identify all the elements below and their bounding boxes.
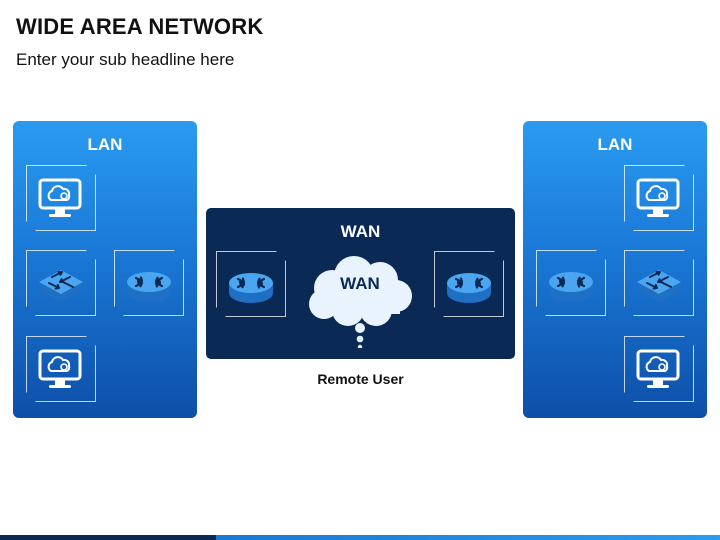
- lan-left-router-tile[interactable]: [114, 250, 184, 316]
- lan-right-monitor-tile-top[interactable]: [624, 165, 694, 231]
- monitor-icon: [38, 176, 84, 220]
- lan-left-monitor-tile-bottom[interactable]: [26, 336, 96, 402]
- wan-panel: WAN WAN: [206, 208, 515, 359]
- wan-title: WAN: [340, 222, 381, 241]
- lan-left-monitor-tile-top[interactable]: [26, 165, 96, 231]
- router-icon: [225, 261, 277, 307]
- lan-right-switch-tile[interactable]: [624, 250, 694, 316]
- lan-right-router-tile[interactable]: [536, 250, 606, 316]
- monitor-icon: [636, 347, 682, 391]
- lan-right-monitor-tile-bottom[interactable]: [624, 336, 694, 402]
- switch-icon: [35, 260, 87, 306]
- remote-user-label: Remote User: [317, 371, 404, 387]
- router-icon: [545, 260, 597, 306]
- monitor-icon: [38, 347, 84, 391]
- wan-cloud-label: WAN: [340, 274, 380, 293]
- lan-panel-right: LAN: [523, 121, 707, 418]
- page-title: WIDE AREA NETWORK: [16, 14, 264, 39]
- lan-left-label: LAN: [87, 135, 123, 154]
- switch-icon: [633, 260, 685, 306]
- wan-router-tile-left[interactable]: [216, 251, 286, 317]
- monitor-icon: [636, 176, 682, 220]
- wan-router-tile-right[interactable]: [434, 251, 504, 317]
- router-icon: [443, 261, 495, 307]
- page-subtitle: Enter your sub headline here: [16, 50, 235, 69]
- lan-left-switch-tile[interactable]: [26, 250, 96, 316]
- lan-right-label: LAN: [597, 135, 633, 154]
- footer-accent-bar: [0, 535, 720, 540]
- cloud-icon: [309, 256, 412, 348]
- router-icon: [123, 260, 175, 306]
- lan-panel-left: LAN: [13, 121, 197, 418]
